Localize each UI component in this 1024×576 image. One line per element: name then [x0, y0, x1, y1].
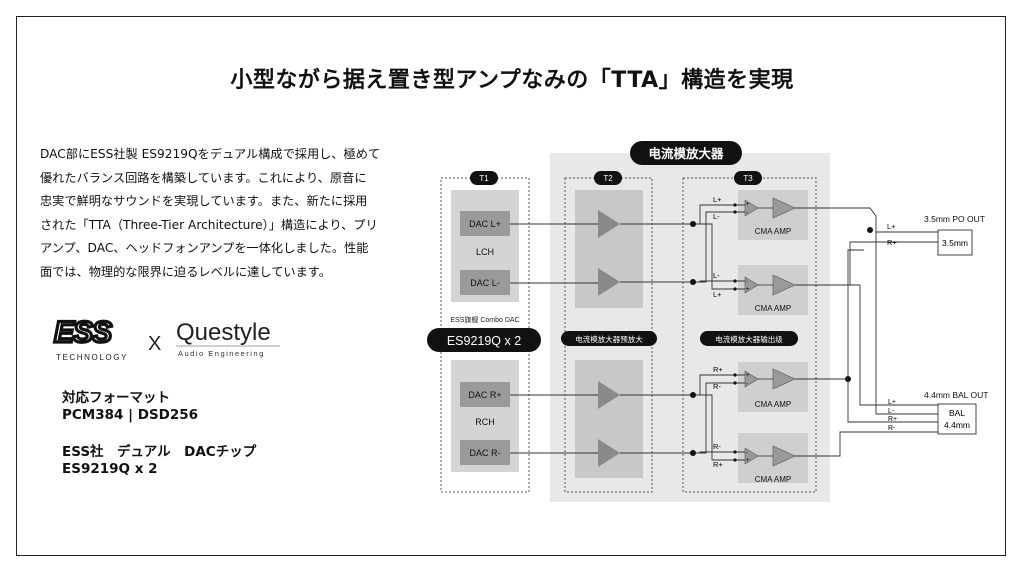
- description-line: された「TTA（Three-Tier Architecture）」構造により、プ…: [40, 217, 378, 232]
- pm-mark: +: [746, 458, 750, 464]
- chip-value: ES9219Q x 2: [62, 461, 158, 477]
- pm-mark: -: [746, 279, 748, 285]
- t2-amp-l-plus: [598, 210, 620, 238]
- bal-out-box: [937, 403, 977, 435]
- dac-l-plus-box: [460, 211, 510, 236]
- sig-label: L+: [888, 399, 896, 406]
- cross-mark: X: [148, 333, 161, 355]
- amp-header-text: 电流模放大器: [648, 146, 724, 161]
- questyle-logo-subtitle: Audio Engineering: [178, 349, 265, 358]
- description-line: アンプ、DAC、ヘッドフォンアンプを一体化しました。性能: [40, 241, 369, 255]
- bal-box-label-2: 4.4mm: [944, 420, 970, 430]
- junction-dot: [690, 279, 696, 285]
- tier-label-t3: T3: [743, 174, 753, 183]
- junction-dot: [690, 221, 696, 227]
- cma-amp-4: CMA AMP: [744, 445, 796, 484]
- junction-dot: [845, 376, 851, 382]
- cma-amp-3: CMA AMP: [744, 368, 796, 409]
- cma-amp-label: CMA AMP: [755, 304, 791, 313]
- format-heading: 対応フォーマット: [62, 390, 170, 406]
- chip-spec: ESS社 デュアル DACチップ ES9219Q x 2: [62, 444, 256, 478]
- tier-badge-t1: [470, 171, 498, 185]
- tier-badge-t2: [594, 171, 622, 185]
- chip-badge-text: ES9219Q x 2: [447, 334, 521, 348]
- brand-logos: ESS TECHNOLOGY X Questyle Audio Engineer…: [52, 314, 280, 362]
- tier-badge-t3: [734, 171, 762, 185]
- chip-badge: [427, 328, 541, 352]
- cma-amp-label: CMA AMP: [755, 475, 791, 484]
- format-spec: 対応フォーマット PCM384 | DSD256: [62, 390, 198, 424]
- cma-amp-2: CMA AMP: [744, 274, 796, 313]
- questyle-logo: Questyle: [176, 319, 271, 346]
- sig-label: R+: [713, 460, 723, 469]
- sig-label: R+: [713, 365, 723, 374]
- t2-lower-block: [575, 360, 643, 478]
- lch-label: LCH: [476, 247, 494, 257]
- dac-r-minus-box: [460, 440, 510, 465]
- tier3-boundary: [682, 177, 817, 493]
- sig-label: R-: [713, 442, 721, 451]
- pin-dots: [733, 203, 737, 462]
- pm-mark: +: [746, 287, 750, 293]
- output-stage-badge-text: 电流模放大器输出级: [715, 334, 783, 344]
- description-line: 忠実で鮮明なサウンドを実現しています。また、新たに採用: [40, 194, 368, 208]
- sig-label: R-: [713, 382, 721, 391]
- cma-amp-label: CMA AMP: [755, 400, 791, 409]
- amp-header-badge: [630, 141, 742, 165]
- ess-logo: ESS: [54, 316, 112, 349]
- cma-amp-1: CMA AMP: [744, 197, 796, 236]
- junction-dot: [690, 450, 696, 456]
- t2-amp-r-minus: [598, 439, 620, 467]
- dac-r-minus-label: DAC R-: [470, 448, 501, 458]
- description-line: 優れたバランス回路を構築しています。これにより、原音に: [40, 170, 367, 185]
- ess-logo-subtitle: TECHNOLOGY: [56, 353, 128, 362]
- sig-label: R+: [887, 238, 897, 247]
- description-text: DAC部にESS社製 ES9219Qをデュアル構成で採用し、極めて 優れたバラン…: [40, 143, 410, 284]
- bal-box-label-1: BAL: [949, 408, 965, 418]
- sig-label: R+: [888, 416, 897, 423]
- output-stage-badge: [700, 331, 798, 346]
- sig-label: L-: [713, 271, 720, 280]
- cma-amp-label: CMA AMP: [755, 227, 791, 236]
- pre-amp-badge: [561, 331, 657, 346]
- po-out-box-label: 3.5mm: [942, 238, 968, 248]
- sig-label: R-: [888, 425, 896, 432]
- dac-l-minus-box: [460, 270, 510, 295]
- rch-label: RCH: [475, 417, 495, 427]
- tier-label-t1: T1: [479, 174, 489, 183]
- description-line: DAC部にESS社製 ES9219Qをデュアル構成で採用し、極めて: [40, 147, 381, 161]
- dac-r-plus-box: [460, 382, 510, 407]
- description-line: 面では、物理的な限界に迫るレベルに達しています。: [40, 264, 331, 279]
- format-value: PCM384 | DSD256: [62, 407, 199, 423]
- sig-label: L-: [713, 212, 720, 221]
- po-out-label: 3.5mm PO OUT: [924, 214, 985, 224]
- dac-l-plus-label: DAC L+: [469, 219, 501, 229]
- sig-label: L+: [713, 195, 722, 204]
- tier-label-t2: T2: [603, 174, 613, 183]
- pre-amp-badge-text: 电流模放大器预放大: [575, 334, 643, 344]
- dac-l-minus-label: DAC L-: [470, 278, 500, 288]
- junction-dot: [690, 392, 696, 398]
- t2-upper-block: [575, 190, 643, 308]
- bal-out-label: 4.4mm BAL OUT: [924, 390, 988, 400]
- pm-mark: -: [746, 210, 748, 216]
- pm-mark: -: [746, 450, 748, 456]
- junction-dot: [867, 227, 873, 233]
- pm-mark: -: [746, 381, 748, 387]
- t2-amp-r-plus: [598, 381, 620, 409]
- sig-label: L+: [713, 290, 722, 299]
- combo-dac-label: ESS旗舰 Combo DAC: [450, 315, 519, 324]
- chip-heading: ESS社 デュアル DACチップ: [62, 444, 257, 460]
- pm-mark: +: [746, 373, 750, 379]
- sig-label: L-: [888, 408, 895, 415]
- t2-amp-l-minus: [598, 268, 620, 296]
- po-out-box: [937, 229, 973, 256]
- dac-r-plus-label: DAC R+: [468, 390, 501, 400]
- slide-frame: [16, 16, 1006, 556]
- page-title: 小型ながら据え置き型アンプなみの「TTA」構造を実現: [230, 68, 794, 93]
- signal-wires: [510, 204, 938, 461]
- sig-label: L+: [887, 222, 896, 231]
- pm-mark: +: [746, 202, 750, 208]
